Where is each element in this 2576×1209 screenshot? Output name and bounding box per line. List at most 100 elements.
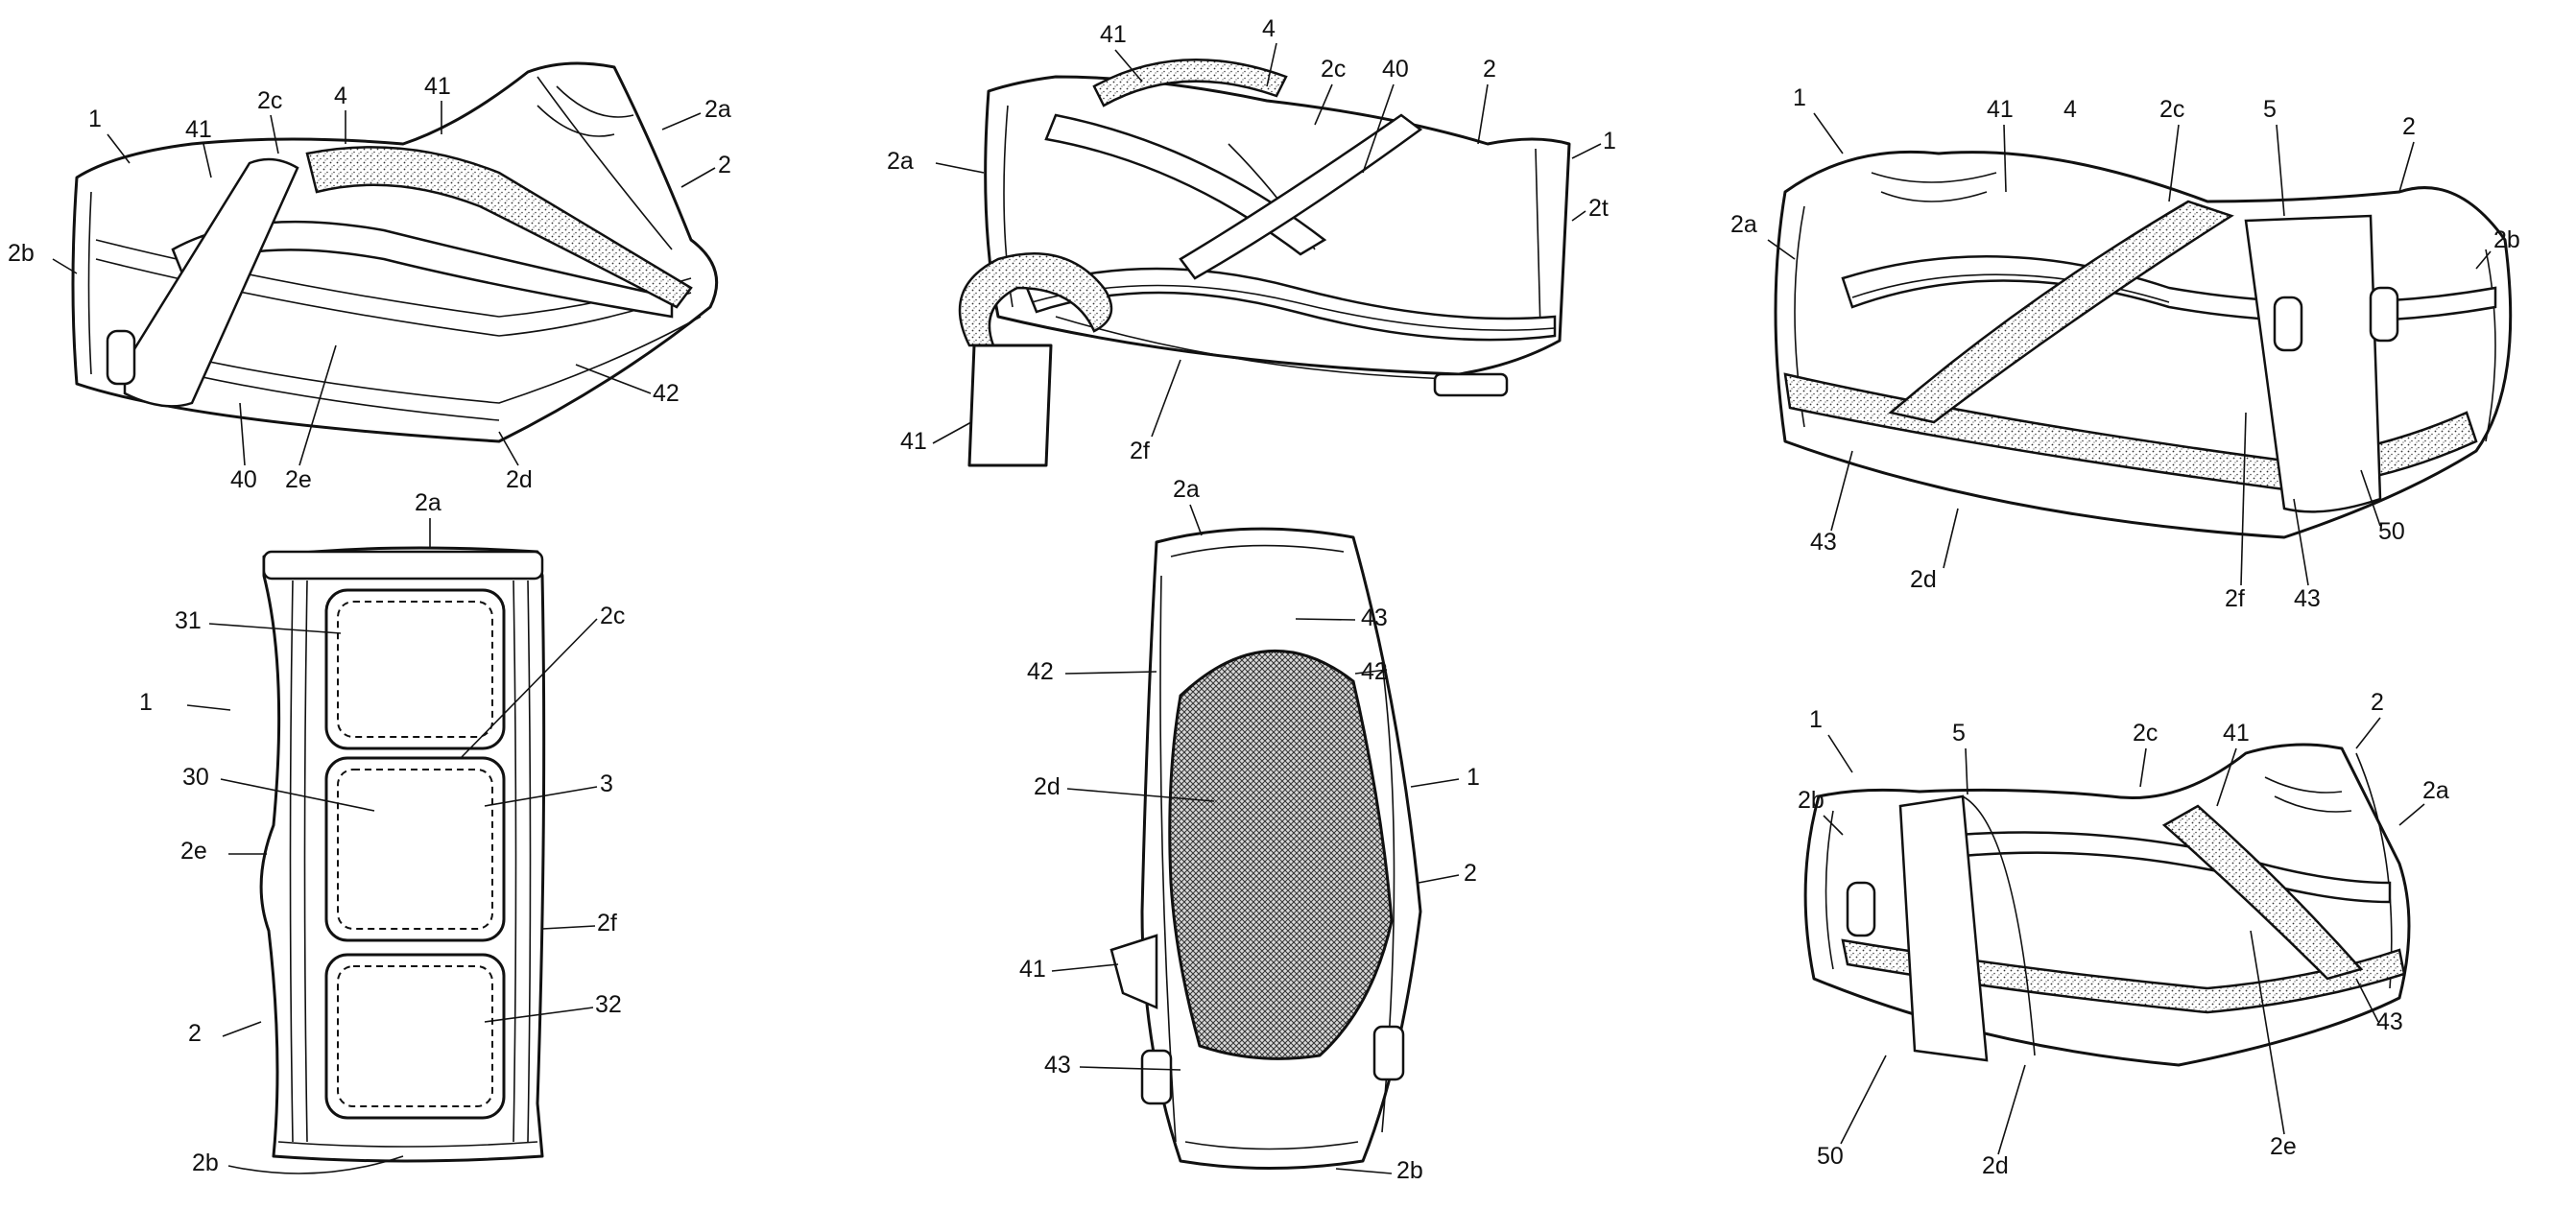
reference-numeral: 2f: [1130, 438, 1150, 464]
leader-line: [1477, 83, 1489, 145]
drawing-stroke: [1170, 544, 1345, 557]
leader-line: [2355, 978, 2379, 1023]
drawing-stroke: [277, 1141, 538, 1148]
buckle-ring: [1433, 372, 1509, 397]
leader-line: [2398, 141, 2415, 193]
leader-line: [298, 344, 337, 466]
brace-outline: [71, 61, 719, 443]
strap-41-front: [123, 157, 299, 408]
reference-numeral: 40: [1382, 56, 1409, 83]
reference-numeral: 2: [188, 1020, 202, 1047]
reference-numeral: 5: [1952, 720, 1966, 747]
leader-line: [239, 402, 246, 466]
reference-numeral: 2f: [597, 910, 617, 936]
drawing-stroke: [289, 580, 294, 1143]
drawing-stroke: [303, 580, 308, 1143]
drawing-stroke: [1031, 284, 1556, 331]
reference-numeral: 2c: [257, 87, 282, 114]
reference-numeral: 2: [718, 152, 731, 178]
strap-50-edge: [1962, 795, 2036, 1056]
strap-41-diagonal: [2161, 804, 2364, 981]
leader-line: [1314, 83, 1333, 126]
leader-line: [2216, 747, 2237, 807]
leader-line: [2139, 747, 2147, 788]
reference-numeral: 30: [182, 764, 209, 791]
buckle-ring-left: [2273, 296, 2303, 352]
mesh-panel-2d: [1168, 649, 1394, 1060]
drawing-stroke: [1025, 267, 1557, 342]
reference-numeral: 2b: [1798, 787, 1825, 814]
drawing-stroke: [556, 85, 634, 118]
strap-42-diagonal: [305, 146, 693, 309]
reference-numeral: 5: [2263, 96, 2277, 123]
drawing-stroke: [1774, 150, 2513, 539]
pad-31-stitch: [337, 601, 493, 738]
leader-line: [2293, 498, 2309, 586]
figure-3-brace-with-band: 1 41 4 2c 5 2 2a 2b 43 2d 2f 43 50: [1708, 0, 2576, 633]
reference-numeral: 43: [1361, 604, 1388, 631]
figure-3-leader-lines: [1767, 112, 2492, 586]
reference-numeral: 1: [1809, 706, 1823, 733]
reference-numeral: 3: [600, 770, 613, 797]
strap-5-band: [1898, 794, 1989, 1062]
reference-numeral: 2b: [8, 240, 35, 267]
reference-numeral: 40: [230, 466, 257, 493]
strap-41-loose: [958, 252, 1113, 347]
pad-30-stitch: [337, 769, 493, 930]
reference-numeral: 50: [2378, 518, 2405, 545]
reference-numeral: 2e: [285, 466, 312, 493]
leader-line: [1079, 1066, 1181, 1071]
reference-numeral: 2a: [415, 489, 441, 516]
leader-line: [2398, 803, 2425, 826]
reference-numeral: 50: [1817, 1143, 1844, 1170]
leader-line: [2168, 124, 2180, 202]
reference-numeral: 2: [2371, 689, 2384, 716]
leader-line: [460, 618, 598, 759]
reference-numeral: 43: [1810, 529, 1837, 556]
leader-line: [1410, 778, 1460, 788]
reference-numeral: 2t: [1588, 195, 1609, 222]
strap-41-end: [967, 344, 1053, 467]
leader-line: [222, 1021, 262, 1037]
drawing-stroke: [114, 316, 702, 404]
leader-line: [186, 704, 231, 711]
leader-line: [227, 1155, 404, 1174]
reference-numeral: 43: [2376, 1008, 2403, 1035]
figure-4-brace-flat-view: 2a 31 2c 1 30 3 2e 2f 32 2 2b: [0, 480, 768, 1204]
leader-line: [1066, 788, 1215, 802]
leader-line: [1840, 1055, 1887, 1145]
reference-numeral: 1: [1467, 764, 1480, 791]
drawing-stroke: [2264, 776, 2343, 794]
reference-numeral: 1: [139, 689, 153, 716]
reference-numeral: 1: [1603, 128, 1616, 154]
reference-numeral: 2c: [1321, 56, 1346, 83]
reference-numeral: 2c: [600, 603, 625, 629]
drawing-stroke: [513, 580, 517, 1143]
leader-line: [1335, 1168, 1393, 1174]
reference-numeral: 2a: [1730, 211, 1757, 238]
leader-line: [2276, 124, 2285, 217]
drawing-stroke: [87, 191, 92, 375]
leader-line: [2360, 469, 2381, 527]
leader-line: [1295, 618, 1356, 621]
reference-numeral: 2d: [1982, 1152, 2009, 1179]
reference-numeral: 42: [1027, 658, 1054, 685]
reference-numeral: 41: [424, 73, 451, 100]
leader-line: [2355, 717, 2381, 749]
figure-1-leader-lines: [52, 101, 716, 466]
pad-31: [324, 588, 506, 750]
pad-32-stitch: [337, 965, 493, 1107]
reference-numeral: 41: [1019, 956, 1046, 983]
figure-5-brace-rear-view: 2a 43 42 42 2d 1 2 41 43 2b: [960, 470, 1555, 1204]
reference-numeral: 2: [1464, 860, 1477, 887]
drawing-stroke: [527, 580, 532, 1143]
leader-line: [1767, 239, 1796, 260]
reference-numeral: 2a: [887, 148, 914, 175]
drawing-stroke: [1880, 191, 1988, 202]
reference-numeral: 41: [185, 116, 212, 143]
leader-line: [541, 925, 596, 930]
reference-numeral: 41: [2223, 720, 2250, 747]
drawing-stroke: [1055, 316, 1460, 380]
drawing-stroke: [171, 220, 674, 319]
